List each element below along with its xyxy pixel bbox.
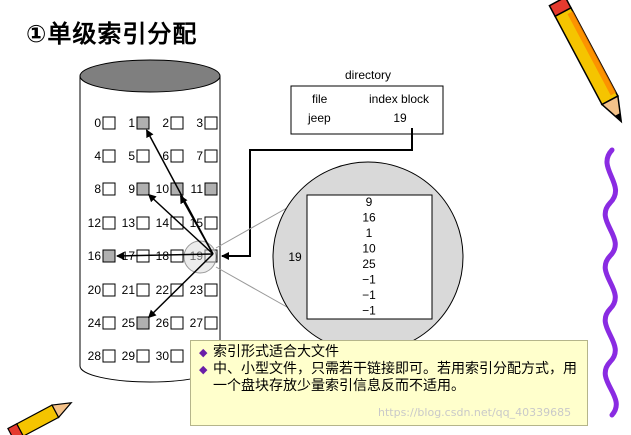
free-block <box>204 216 218 230</box>
pointer-arrow <box>116 251 214 260</box>
block-number: 23 <box>190 283 204 297</box>
index-entry: 16 <box>362 211 376 225</box>
block-number: 3 <box>196 116 203 130</box>
block-number: 7 <box>196 149 203 163</box>
used-block <box>136 116 150 130</box>
free-block <box>170 316 184 330</box>
free-block <box>102 216 116 230</box>
pointer-arrow <box>147 253 214 319</box>
directory-row-file: jeep <box>307 111 331 125</box>
free-block <box>170 149 184 163</box>
block-number: 8 <box>94 182 101 196</box>
free-block <box>102 349 116 363</box>
block-19-highlight <box>183 240 217 274</box>
free-block <box>102 316 116 330</box>
used-block <box>136 316 150 330</box>
directory-row-index-block: 19 <box>393 111 407 125</box>
block-number: 14 <box>156 216 170 230</box>
used-block <box>204 182 218 196</box>
free-block <box>204 116 218 130</box>
block-number: 24 <box>88 316 102 330</box>
block-number: 29 <box>122 349 136 363</box>
free-block <box>102 283 116 297</box>
free-block <box>136 349 150 363</box>
directory-box <box>290 85 444 135</box>
free-block <box>170 116 184 130</box>
pointer-arrow <box>179 195 214 255</box>
used-block <box>136 182 150 196</box>
block-number: 28 <box>88 349 102 363</box>
block-number: 0 <box>94 116 101 130</box>
block-number: 9 <box>128 182 135 196</box>
used-block <box>102 249 116 263</box>
block-number: 25 <box>122 316 136 330</box>
free-block <box>204 283 218 297</box>
block-number: 30 <box>156 349 170 363</box>
directory-caption: directory <box>345 68 391 82</box>
note-text-1: 索引形式适合大文件 <box>213 344 339 360</box>
note-text-2: 中、小型文件，只需若干链接即可。若用索引分配方式，用一个盘块存放少量索引信息反而… <box>213 361 577 394</box>
block-number: 12 <box>88 216 102 230</box>
index-entry: 1 <box>366 226 373 240</box>
block-number: 27 <box>190 316 204 330</box>
directory-col-file: file <box>312 92 328 106</box>
directory-pointer-arrow <box>221 128 413 260</box>
diamond-bullet-icon: ◆ <box>199 346 208 359</box>
block-number: 4 <box>94 149 101 163</box>
pencil-icon <box>548 0 623 124</box>
block-number: 20 <box>88 283 102 297</box>
slide-title: ①单级索引分配 <box>26 20 198 48</box>
free-block <box>136 283 150 297</box>
block-number: 18 <box>156 249 170 263</box>
block-number: 10 <box>156 182 170 196</box>
note-item: ◆ 索引形式适合大文件 <box>199 344 581 361</box>
free-block <box>170 249 184 263</box>
free-block <box>102 116 116 130</box>
free-block <box>204 149 218 163</box>
pointer-arrow <box>147 193 214 255</box>
free-block <box>102 182 116 196</box>
free-block <box>204 316 218 330</box>
index-pointer-arrows <box>116 129 214 319</box>
index-entry: 10 <box>362 242 376 256</box>
watermark: https://blog.csdn.net/qq_40339685 <box>378 406 572 419</box>
free-block <box>136 216 150 230</box>
disk-top <box>79 59 221 93</box>
directory-col-index-block: index block <box>369 92 430 106</box>
block-number: 2 <box>162 116 169 130</box>
block-number: 13 <box>122 216 136 230</box>
block-number: 21 <box>122 283 136 297</box>
notes-box: ◆ 索引形式适合大文件 ◆ 中、小型文件，只需若干链接即可。若用索引分配方式，用… <box>190 340 588 426</box>
squiggle-decoration <box>602 147 619 418</box>
index-entry: 9 <box>366 195 373 209</box>
block-number: 16 <box>88 249 102 263</box>
block-number: 22 <box>156 283 170 297</box>
index-entry: −1 <box>362 304 376 318</box>
block-number: 5 <box>128 149 135 163</box>
index-entry: −1 <box>362 288 376 302</box>
block-number: 11 <box>191 182 204 196</box>
diamond-bullet-icon: ◆ <box>199 363 208 376</box>
pencil-icon <box>7 401 73 435</box>
directory-table: directory file index block jeep 19 <box>290 68 444 135</box>
free-block <box>170 349 184 363</box>
index-entry: −1 <box>362 273 376 287</box>
index-entry: 25 <box>362 257 376 271</box>
free-block <box>170 216 184 230</box>
free-block <box>102 149 116 163</box>
free-block <box>136 149 150 163</box>
block-number: 6 <box>162 149 169 163</box>
note-item: ◆ 中、小型文件，只需若干链接即可。若用索引分配方式，用一个盘块存放少量索引信息… <box>199 361 581 395</box>
index-block-label: 19 <box>288 250 302 264</box>
block-number: 26 <box>156 316 170 330</box>
block-number: 1 <box>128 116 135 130</box>
index-block-box <box>306 194 433 320</box>
